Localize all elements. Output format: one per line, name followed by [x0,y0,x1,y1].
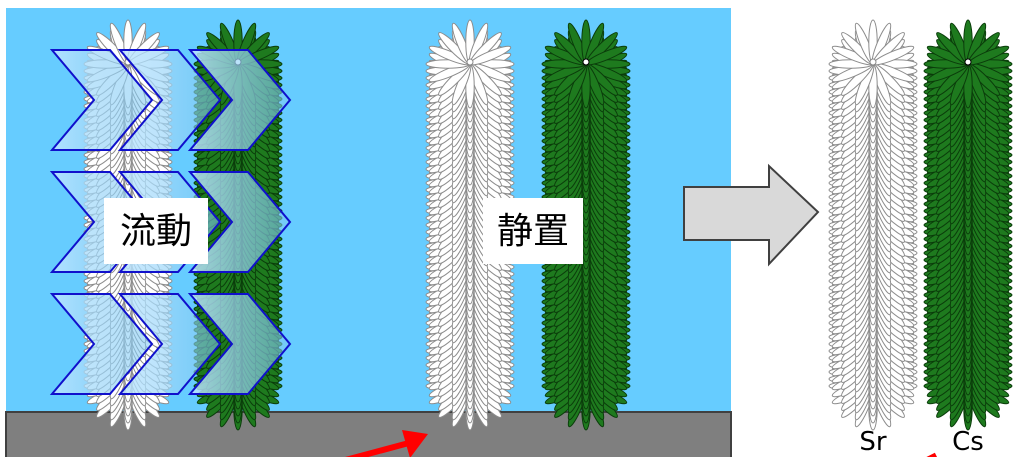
pointer-arrow-ground [345,430,428,457]
flowing-label-text: 流動 [120,211,192,252]
flowing-label: 流動 [104,198,208,264]
fiber-cs-result [923,19,1013,431]
static-label-text: 静置 [497,211,569,252]
flow-chevron-r3-c1 [49,293,154,395]
flow-chevron-r3-c3 [187,293,292,395]
flow-chevron-r3-c2 [117,293,222,395]
transition-arrow [683,163,820,267]
cesium-label: Cs [952,427,984,457]
flow-chevron-r2-c3 [187,171,292,273]
static-label: 静置 [483,198,583,264]
strontium-label: Sr [859,427,887,457]
fiber-green-static [541,19,631,431]
flow-chevron-r1-c1 [49,49,154,151]
flow-chevron-r1-c3 [187,49,292,151]
flow-chevron-r1-c2 [117,49,222,151]
fiber-sr-result [828,19,918,431]
pointer-arrow-result [926,452,937,457]
fiber-white-static [425,19,515,431]
